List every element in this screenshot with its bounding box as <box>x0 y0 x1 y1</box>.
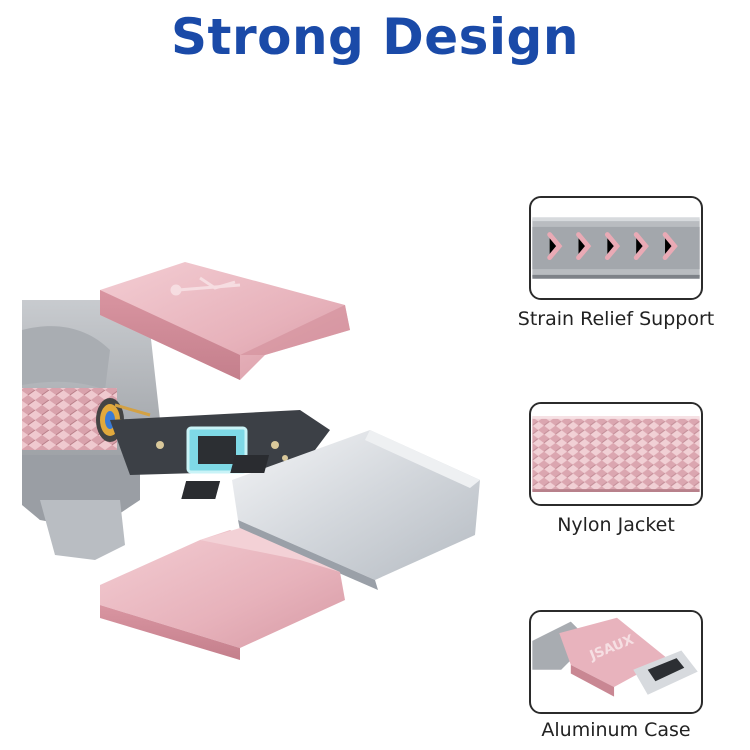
aluminum-case-card: JSAUX <box>529 610 703 714</box>
headline: Strong Design <box>171 8 579 66</box>
nylon-jacket-label: Nylon Jacket <box>557 514 675 536</box>
aluminum-bottom-shell <box>100 528 345 660</box>
strain-relief-icon <box>532 198 700 298</box>
pcb-board <box>110 410 330 475</box>
strain-relief-card <box>529 196 703 300</box>
aluminum-top-shell <box>100 262 350 380</box>
usb-a-connector <box>181 430 480 590</box>
strain-relief-label: Strain Relief Support <box>517 308 715 330</box>
aluminum-case-label: Aluminum Case <box>541 719 691 741</box>
nylon-braid-icon <box>532 404 700 504</box>
nylon-jacket-card <box>529 402 703 506</box>
usb-logo-icon <box>170 276 241 296</box>
aluminum-case-icon: JSAUX <box>532 612 700 712</box>
